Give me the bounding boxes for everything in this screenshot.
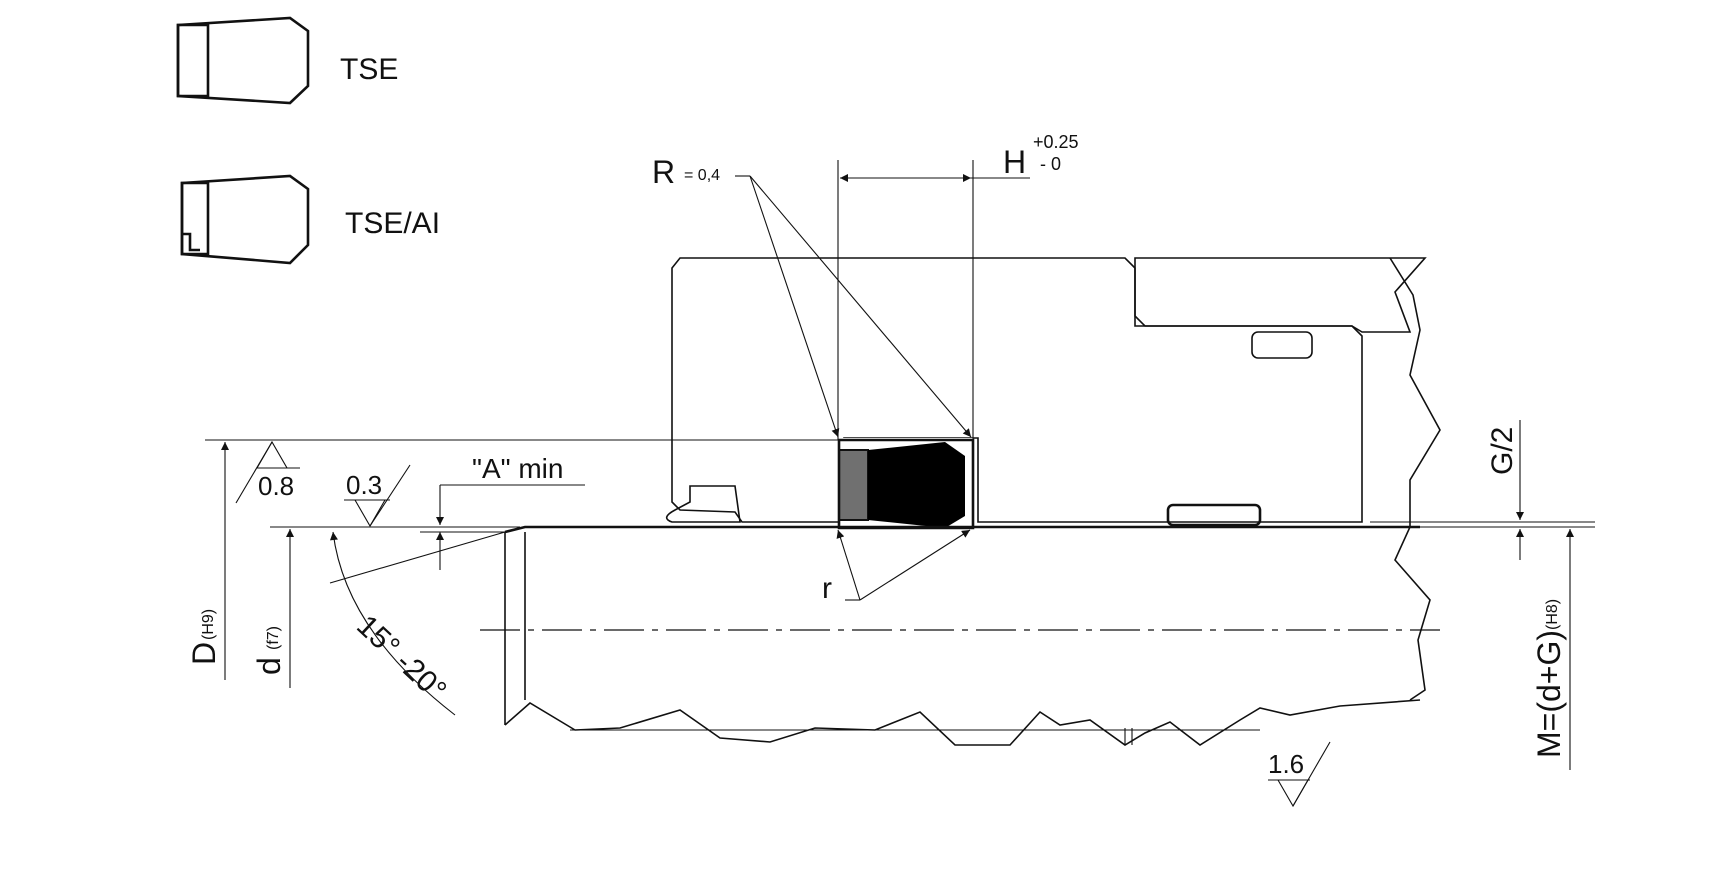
dimension-a-min: "A" min: [329, 453, 585, 584]
chamfer-angle-label: 15° -20°: [350, 609, 452, 708]
gap-label: G/2: [1486, 427, 1519, 475]
legend-label-tse: TSE: [340, 53, 398, 86]
bore-tolerance: (H9): [200, 609, 217, 640]
radius-value: = 0,4: [684, 167, 720, 184]
radius-symbol: R: [652, 154, 675, 190]
mount-label: M=(d+G): [1531, 630, 1567, 758]
a-min-label: "A" min: [472, 453, 563, 484]
legend-tse-ai: TSE/AI: [180, 174, 440, 265]
extension-lines: [205, 160, 1595, 528]
surface-finish-bore-value: 0.8: [258, 471, 294, 501]
dimension-h-symbol: H: [1003, 144, 1026, 180]
seal-profile: [837, 438, 975, 530]
housing: [665, 257, 1427, 527]
surface-finish-rod: 1.6: [1268, 741, 1331, 808]
dimension-d-bore: D (H9): [186, 442, 229, 680]
bore-symbol: D: [186, 642, 222, 665]
corner-label: r: [822, 572, 832, 605]
dimension-chamfer-angle: 15° -20°: [330, 531, 456, 716]
tse-ai-profile-icon: [180, 174, 310, 265]
dimension-d-rod: d (f7): [251, 529, 294, 688]
surface-finish-rod-value: 1.6: [1268, 749, 1304, 779]
dimension-h-upper-tolerance: +0.25: [1033, 132, 1079, 152]
dimension-h-lower-tolerance: - 0: [1040, 154, 1061, 174]
dimension-corner-r: r: [822, 529, 971, 605]
legend-label-tse-ai: TSE/AI: [345, 207, 440, 240]
legend-tse: TSE: [176, 16, 398, 105]
mount-tolerance: (H8): [1544, 599, 1561, 630]
dimension-h: H +0.25 - 0: [840, 132, 1079, 182]
rod-tolerance: (f7): [265, 626, 282, 650]
surface-finish-chamfer-value: 0.3: [346, 470, 382, 500]
dimension-g-half: G/2: [1486, 420, 1524, 560]
surface-finish-chamfer: 0.3: [344, 464, 411, 528]
dimension-m-mount: M=(d+G) (H8): [1531, 529, 1574, 770]
rod-symbol: d: [251, 657, 287, 675]
rod: [504, 257, 1441, 746]
dimension-r-radius: R = 0,4: [652, 154, 972, 438]
tse-profile-icon: [176, 16, 310, 105]
surface-finish-bore: 0.8: [235, 440, 300, 504]
